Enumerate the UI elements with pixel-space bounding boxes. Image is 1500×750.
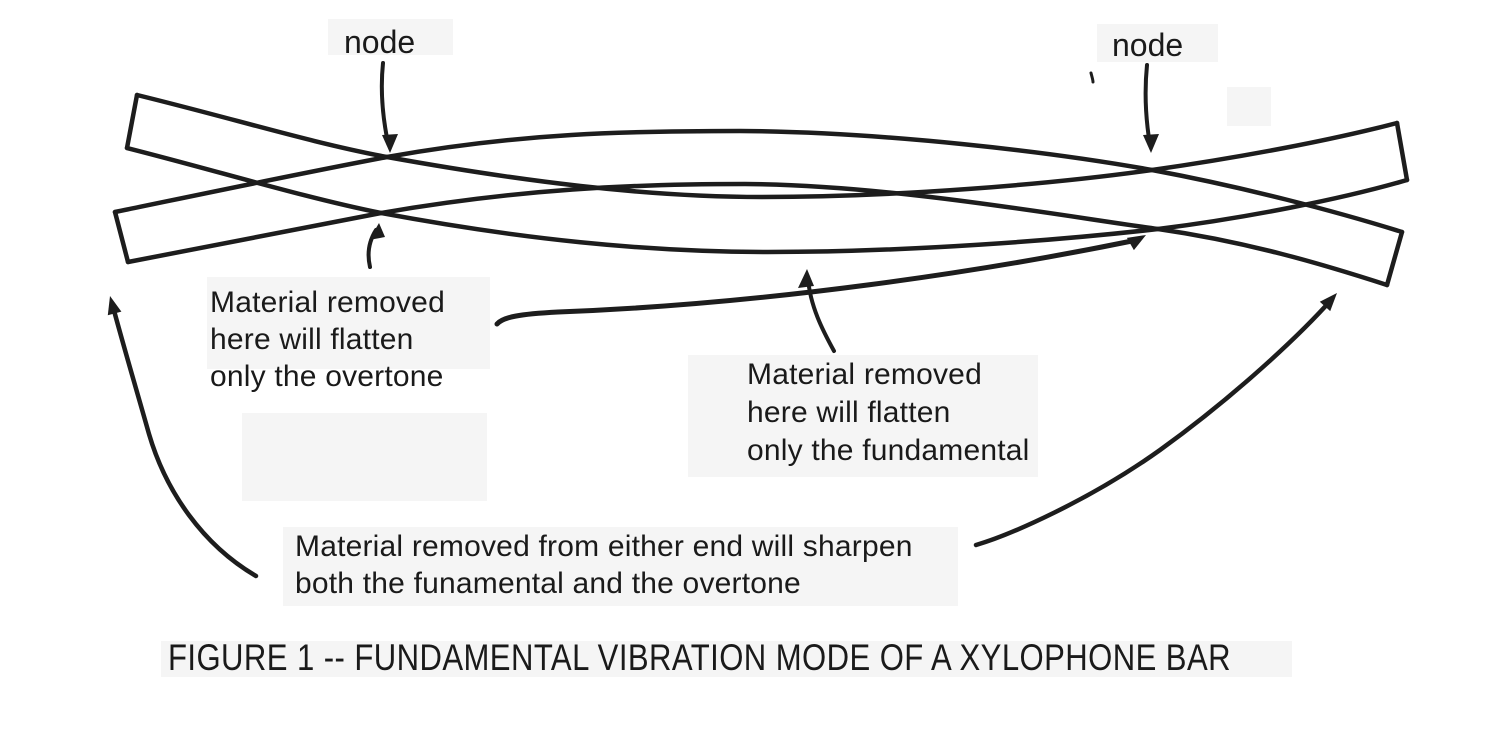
scan-artifact-box bbox=[1227, 87, 1271, 126]
overtone-note-line: only the overtone bbox=[210, 360, 444, 393]
stray-ink-mark bbox=[1089, 71, 1095, 84]
overtone-note-line: Material removed bbox=[210, 286, 445, 319]
scan-artifact-box bbox=[328, 19, 453, 55]
fundamental-arrowhead bbox=[798, 269, 814, 288]
bar-center-down-left-end-cap bbox=[124, 92, 140, 151]
overtone-note: Material removed here will flatten only … bbox=[210, 284, 445, 395]
node-label-right: node bbox=[1112, 27, 1184, 63]
bar-center-up-left-end-cap bbox=[112, 209, 131, 265]
overtone-long-arrow bbox=[494, 238, 1135, 327]
sharpen-right-arrow bbox=[973, 296, 1335, 548]
left-node-arrowhead bbox=[382, 134, 398, 153]
overtone-note-line: here will flatten bbox=[210, 323, 414, 356]
sharpen-right-arrowhead bbox=[1319, 293, 1337, 312]
figure-caption-text: FIGURE 1 -- FUNDAMENTAL VIBRATION MODE O… bbox=[168, 637, 1231, 678]
right-node-arrowhead bbox=[1143, 134, 1159, 153]
bar-center-down-right-end-cap bbox=[1394, 120, 1410, 183]
sharpen-left-arrowhead bbox=[107, 296, 122, 316]
node-label-left: node bbox=[344, 24, 416, 60]
right-node-arrow bbox=[1143, 63, 1152, 147]
figure-caption: FIGURE 1 -- FUNDAMENTAL VIBRATION MODE O… bbox=[168, 639, 1433, 677]
sharpen-note-line: both the funamental and the overtone bbox=[295, 567, 801, 600]
scan-artifact-box bbox=[161, 641, 1292, 677]
scan-artifact-box bbox=[1097, 24, 1218, 62]
bar-center-up-top-edge bbox=[112, 128, 1405, 235]
scan-artifact-box bbox=[283, 527, 958, 606]
bar-center-down-bottom-edge bbox=[124, 145, 1410, 255]
fundamental-note: Material removed here will flatten only … bbox=[747, 356, 1030, 470]
left-node-arrow bbox=[379, 61, 390, 145]
bar-center-down-top-edge bbox=[134, 92, 1400, 200]
bar-center-up-right-end-cap bbox=[1384, 229, 1405, 288]
sharpen-left-arrow bbox=[109, 300, 259, 579]
sharpen-note-line: Material removed from either end will sh… bbox=[295, 530, 913, 563]
scan-artifact-box bbox=[688, 355, 1038, 477]
scan-artifact-box bbox=[242, 413, 487, 501]
bar-center-up-bottom-edge bbox=[125, 181, 1390, 288]
overtone-long-arrowhead bbox=[1126, 235, 1146, 251]
fundamental-note-line: Material removed bbox=[747, 358, 982, 391]
sharpen-note: Material removed from either end will sh… bbox=[295, 528, 913, 602]
scan-artifact-box bbox=[207, 277, 490, 369]
fundamental-note-line: here will flatten bbox=[747, 396, 951, 429]
fundamental-note-line: only the fundamental bbox=[747, 434, 1030, 467]
overtone-short-arrowhead bbox=[369, 223, 385, 240]
